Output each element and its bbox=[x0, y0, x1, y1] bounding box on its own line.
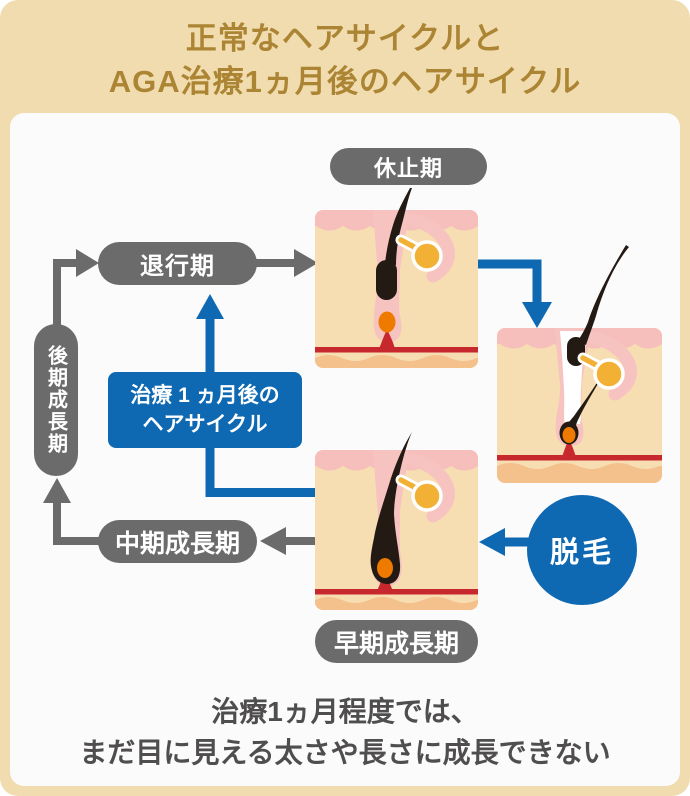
treatment-line-1: 治療 1 ヵ月後の bbox=[130, 383, 280, 407]
node-late-growth-phase: 後期成長期 bbox=[34, 324, 78, 476]
blood-vessel bbox=[315, 347, 478, 353]
sebaceous-gland-icon bbox=[395, 234, 443, 272]
connector-early-growth-to-treatment bbox=[205, 446, 316, 497]
arrow-resting-to-shedding-illustration bbox=[478, 259, 552, 328]
follicle-illustration-resting bbox=[315, 188, 478, 368]
page-title: 正常なヘアサイクルと AGA治療1ヵ月後のヘアサイクル bbox=[0, 18, 690, 104]
node-mid-growth-phase: 中期成長期 bbox=[98, 520, 257, 563]
treatment-line-2: ヘアサイクル bbox=[142, 413, 268, 436]
arrow-early-growth-to-mid-growth bbox=[260, 527, 318, 555]
dermal-papilla bbox=[377, 558, 393, 578]
follicle-illustration-early-growth bbox=[315, 432, 478, 610]
node-resting-phase: 休止期 bbox=[330, 148, 487, 185]
caption-line-2: まだ目に見える太さや長さに成長できない bbox=[79, 736, 611, 768]
arrow-treatment-to-regression bbox=[196, 294, 224, 374]
node-treatment-cycle: 治療 1 ヵ月後の ヘアサイクル bbox=[108, 372, 302, 448]
title-line-2: AGA治療1ヵ月後のヘアサイクル bbox=[108, 63, 582, 99]
caption-line-1: 治療1ヵ月程度では、 bbox=[211, 696, 479, 727]
sebaceous-gland-icon bbox=[577, 352, 625, 390]
dermal-papilla bbox=[562, 427, 576, 443]
title-line-1: 正常なヘアサイクルと bbox=[185, 21, 505, 56]
arrow-regression-to-resting-illustration bbox=[255, 249, 318, 277]
node-early-growth-phase: 早期成長期 bbox=[315, 620, 478, 663]
growing-hair bbox=[370, 432, 412, 584]
arrow-late-growth-to-regression bbox=[53, 249, 99, 330]
sebaceous-gland-icon bbox=[395, 474, 443, 512]
node-regression-phase: 退行期 bbox=[98, 242, 257, 285]
arrector-pili bbox=[406, 213, 455, 283]
arrow-mid-growth-to-late-growth bbox=[43, 478, 102, 545]
arrector-pili bbox=[406, 453, 455, 523]
blood-vessel bbox=[315, 589, 478, 595]
node-shedding: 脱毛 bbox=[527, 495, 637, 605]
blood-vessel bbox=[497, 455, 662, 461]
dermal-papilla bbox=[378, 311, 396, 333]
club-hair bbox=[376, 188, 412, 300]
follicle-illustration-shedding bbox=[497, 245, 662, 483]
caption: 治療1ヵ月程度では、 まだ目に見える太さや長さに成長できない bbox=[0, 692, 690, 773]
arrector-pili bbox=[588, 331, 637, 401]
